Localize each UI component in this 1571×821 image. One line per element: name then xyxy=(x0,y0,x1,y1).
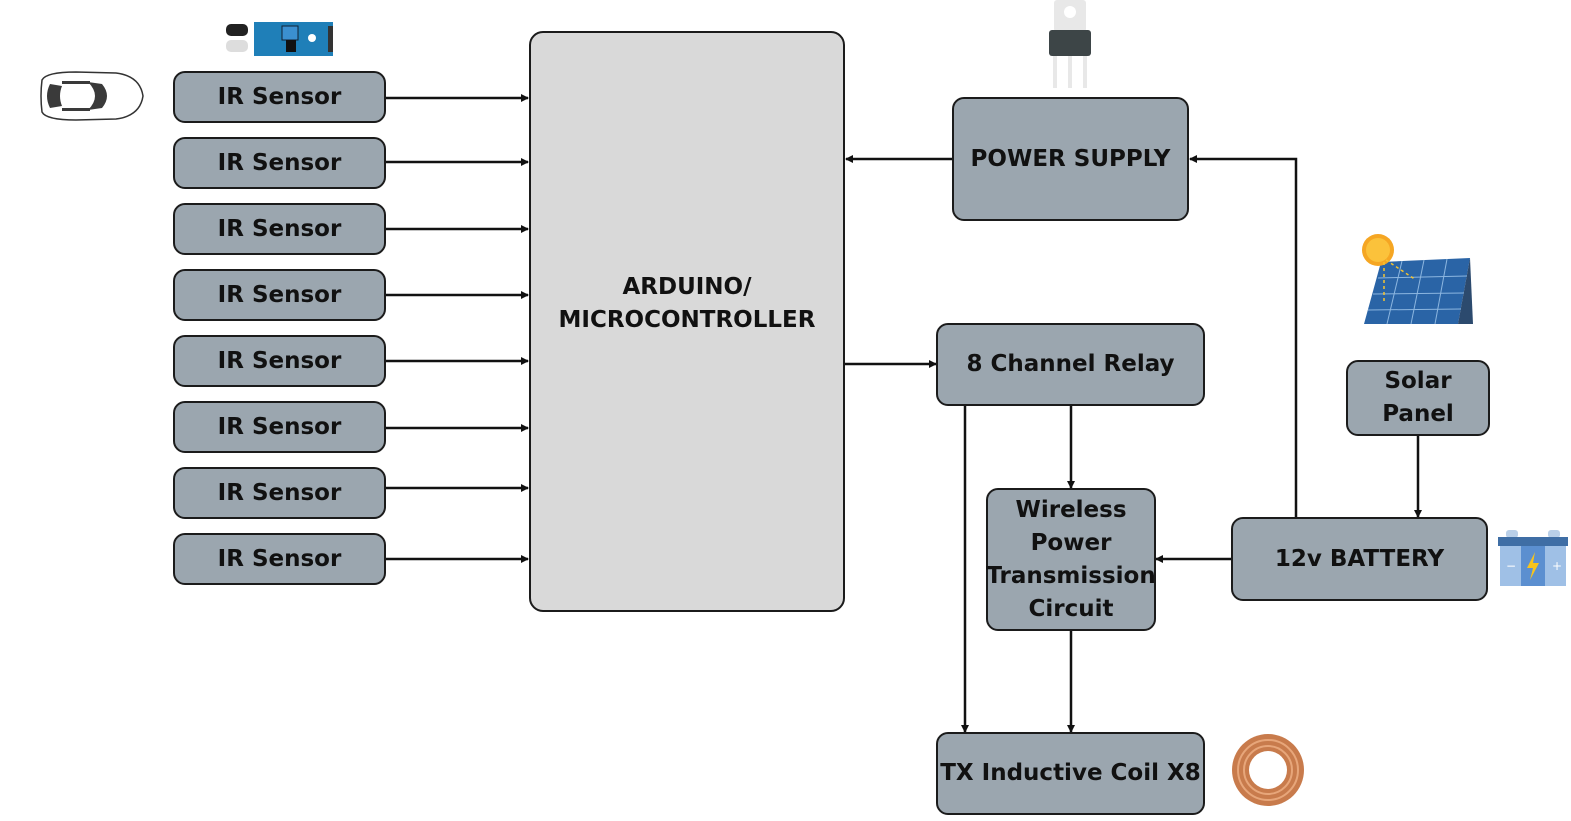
ir-sensor-label: IR Sensor xyxy=(217,83,342,110)
wireless-label-line1: Wireless xyxy=(1015,496,1127,523)
solar-panel-label: Solar Panel xyxy=(1382,368,1454,427)
battery-label: 12v BATTERY xyxy=(1274,545,1445,572)
tx-coil-label: TX Inductive Coil X8 xyxy=(940,760,1201,786)
wireless-power-box: Wireless Power Transmission Circuit xyxy=(986,488,1156,631)
ir-sensor-label: IR Sensor xyxy=(217,413,342,440)
svg-text:−: − xyxy=(1506,559,1516,573)
wireless-label-line3: Transmission xyxy=(986,562,1156,589)
ir-sensor-label: IR Sensor xyxy=(217,215,342,242)
relay-box: 8 Channel Relay xyxy=(936,323,1205,406)
solar-panel-icon xyxy=(1362,234,1473,325)
ir-sensor-box-5: IR Sensor xyxy=(173,335,386,387)
copper-coil-icon xyxy=(1232,734,1304,806)
ir-sensor-box-2: IR Sensor xyxy=(173,137,386,189)
mcu-label-line1: ARDUINO/ xyxy=(622,273,752,300)
ir-sensor-box-1: IR Sensor xyxy=(173,71,386,123)
ir-sensor-box-7: IR Sensor xyxy=(173,467,386,519)
ir-sensor-box-4: IR Sensor xyxy=(173,269,386,321)
svg-text:+: + xyxy=(1552,559,1562,573)
battery-box: 12v BATTERY xyxy=(1231,517,1488,601)
ir-sensor-label: IR Sensor xyxy=(217,347,342,374)
tx-coil-box: TX Inductive Coil X8 xyxy=(936,732,1205,815)
ir-sensor-label: IR Sensor xyxy=(217,479,342,506)
ir-sensor-label: IR Sensor xyxy=(217,281,342,308)
ir-sensor-box-3: IR Sensor xyxy=(173,203,386,255)
ir-sensor-label: IR Sensor xyxy=(217,545,342,572)
mcu-label-line2: MICROCONTROLLER xyxy=(558,306,816,333)
voltage-regulator-icon xyxy=(1049,0,1091,88)
relay-label: 8 Channel Relay xyxy=(966,351,1175,377)
arrow-battery-psu xyxy=(1189,155,1298,518)
power-supply-box: POWER SUPPLY xyxy=(952,97,1189,221)
ir-sensor-box-6: IR Sensor xyxy=(173,401,386,453)
car-icon xyxy=(40,71,144,121)
power-supply-label: POWER SUPPLY xyxy=(970,145,1171,172)
wireless-label-line4: Circuit xyxy=(1028,595,1114,622)
ir-sensor-label: IR Sensor xyxy=(217,149,342,176)
wireless-label-line2: Power xyxy=(1030,529,1112,556)
ir-sensor-box-8: IR Sensor xyxy=(173,533,386,585)
ir-sensor-module-icon xyxy=(226,22,333,56)
solar-panel-box: Solar Panel xyxy=(1346,360,1490,436)
battery-icon: − + xyxy=(1498,530,1568,586)
microcontroller-box: ARDUINO/ MICROCONTROLLER xyxy=(529,31,845,612)
